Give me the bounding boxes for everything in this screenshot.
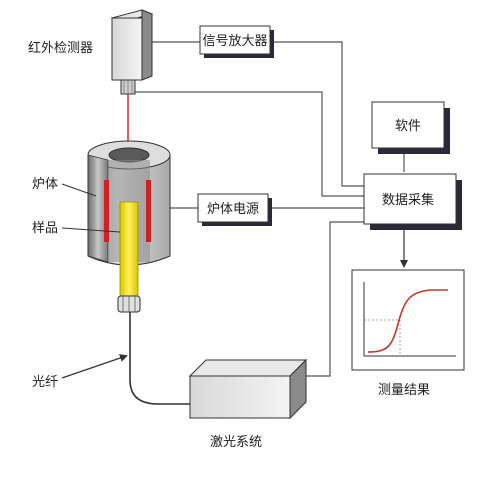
heater-left [104,180,109,242]
data-acquisition-box: 数据采集 [363,173,462,230]
detector-to-acquisition-line [130,91,364,197]
sample-rod [119,201,139,297]
connection-lines [61,41,408,405]
data-acquisition-label: 数据采集 [382,192,434,208]
sample-label: 样品 [32,221,59,236]
fiber-connector [117,295,141,313]
result-curve [367,289,448,353]
amplifier-to-acquisition-line [270,41,364,187]
heater-right [146,180,151,242]
result-chart [351,269,465,371]
furnace-power-box: 炉体电源 [197,193,272,226]
signal-amplifier-box: 信号放大器 [199,25,274,58]
measurement-result-label: 测量结果 [378,383,431,398]
fiber-cable [129,312,190,405]
ir-detector-label: 红外检测器 [28,41,94,56]
signal-amplifier-label: 信号放大器 [202,34,267,49]
software-box: 软件 [371,101,450,154]
furnace-label: 炉体 [32,177,59,192]
laser-system [188,358,308,420]
ir-detector [110,9,154,95]
fiber-pointer-arrow [61,354,128,379]
furnace-power-label: 炉体电源 [207,202,259,217]
software-label: 软件 [395,119,421,134]
laser-to-acquisition-line [300,221,364,377]
laser-system-label: 激光系统 [210,435,263,450]
optical-fiber-label: 光纤 [32,375,59,390]
furnace [87,140,171,297]
